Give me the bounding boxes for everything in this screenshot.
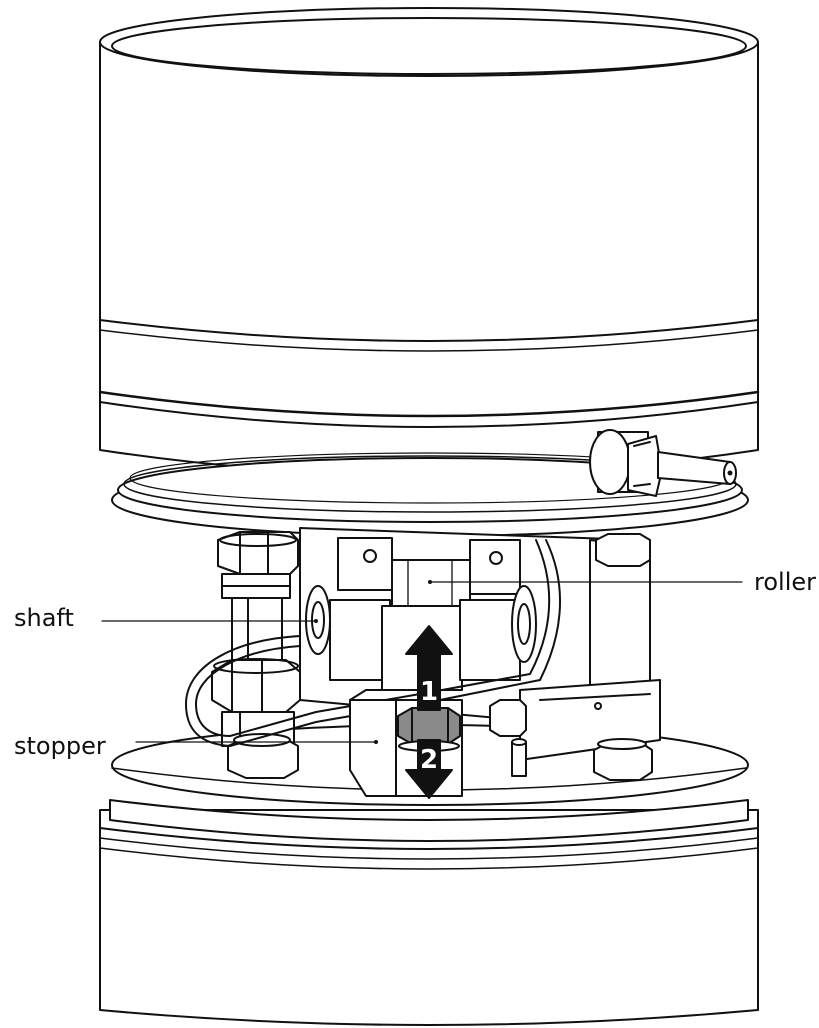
top-cylinder: [98, 7, 760, 476]
cable: [185, 539, 561, 747]
adjust-arrow: [405, 625, 453, 799]
arrow-number-1: 1: [420, 677, 438, 707]
label-roller: roller: [754, 568, 816, 596]
top-flange: [111, 452, 749, 537]
cable-gland: [589, 429, 737, 497]
roller-block: [299, 527, 651, 721]
label-shaft: shaft: [14, 604, 74, 632]
bottom-cylinder: [99, 809, 759, 1026]
label-stopper: stopper: [14, 732, 106, 760]
leader-lines: [101, 580, 743, 744]
arrow-number-2: 2: [420, 745, 438, 775]
stopper: [349, 689, 463, 797]
left-bolt-assembly: [211, 531, 301, 779]
right-bracket: [489, 533, 661, 781]
